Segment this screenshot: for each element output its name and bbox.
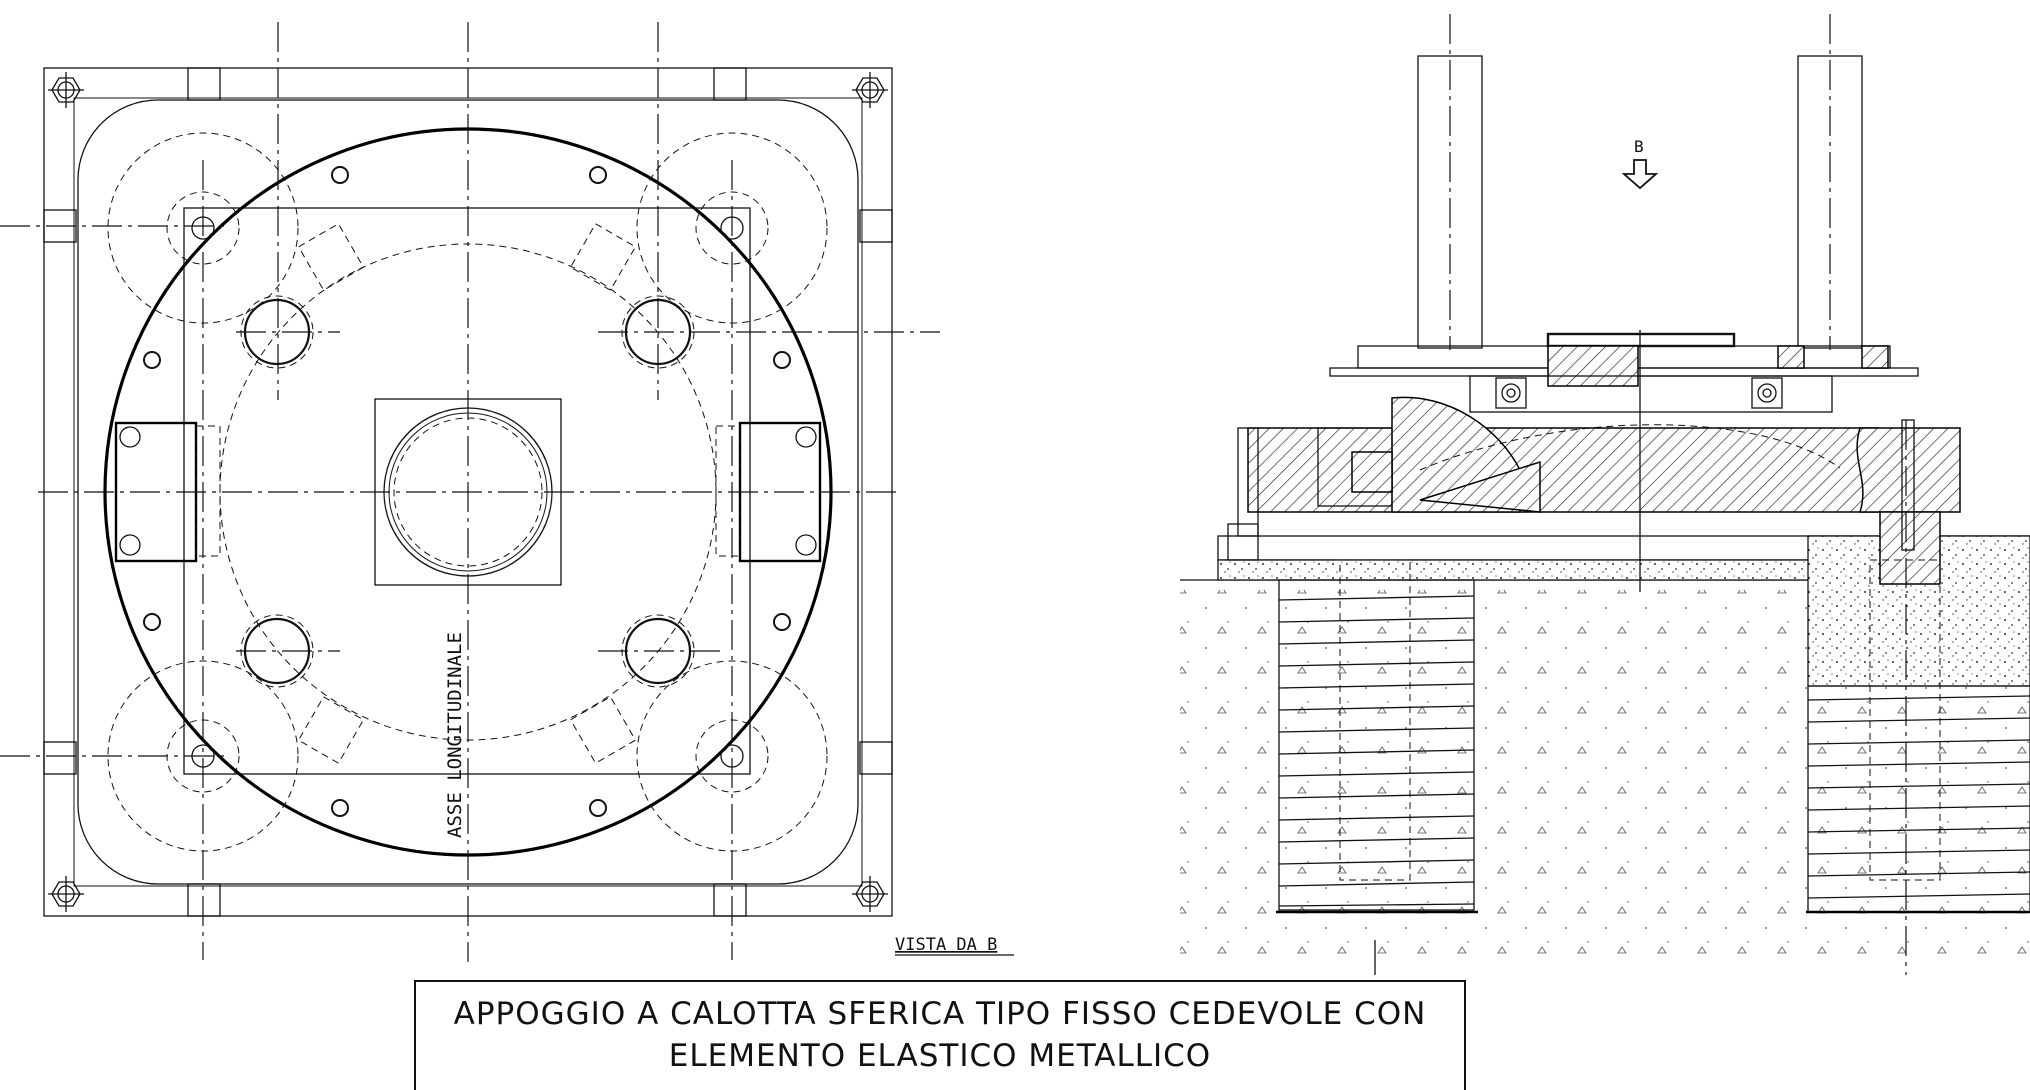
axis-label: ASSE LONGITUDINALE — [444, 632, 466, 838]
title-block: APPOGGIO A CALOTTA SFERICA TIPO FISSO CE… — [414, 980, 1466, 1090]
title-line-1: APPOGGIO A CALOTTA SFERICA TIPO FISSO CE… — [453, 996, 1427, 1032]
section-view: B — [1180, 14, 2030, 975]
spherical-cap-section — [1247, 396, 1961, 513]
threaded-anchor-left — [1276, 559, 1478, 975]
square-guide — [183, 207, 751, 775]
plate-bolts — [143, 166, 791, 817]
view-caption: VISTA DA B — [895, 935, 997, 955]
threaded-anchor-right — [1806, 419, 2030, 975]
title-line-2: ELEMENTO ELASTICO METALLICO — [668, 1038, 1212, 1074]
section-bolts — [1495, 377, 1783, 409]
plan-view: ASSE LONGITUDINALE — [0, 22, 940, 962]
view-arrow-b: B — [1621, 137, 1659, 190]
edge-tabs — [43, 67, 893, 917]
corner-bolts — [48, 72, 888, 912]
upper-plates — [1329, 332, 1919, 413]
upper-columns — [1417, 14, 1863, 350]
view-arrow-letter: B — [1634, 137, 1644, 156]
plan-axes — [0, 22, 940, 962]
diagonal-clamps — [297, 223, 637, 764]
